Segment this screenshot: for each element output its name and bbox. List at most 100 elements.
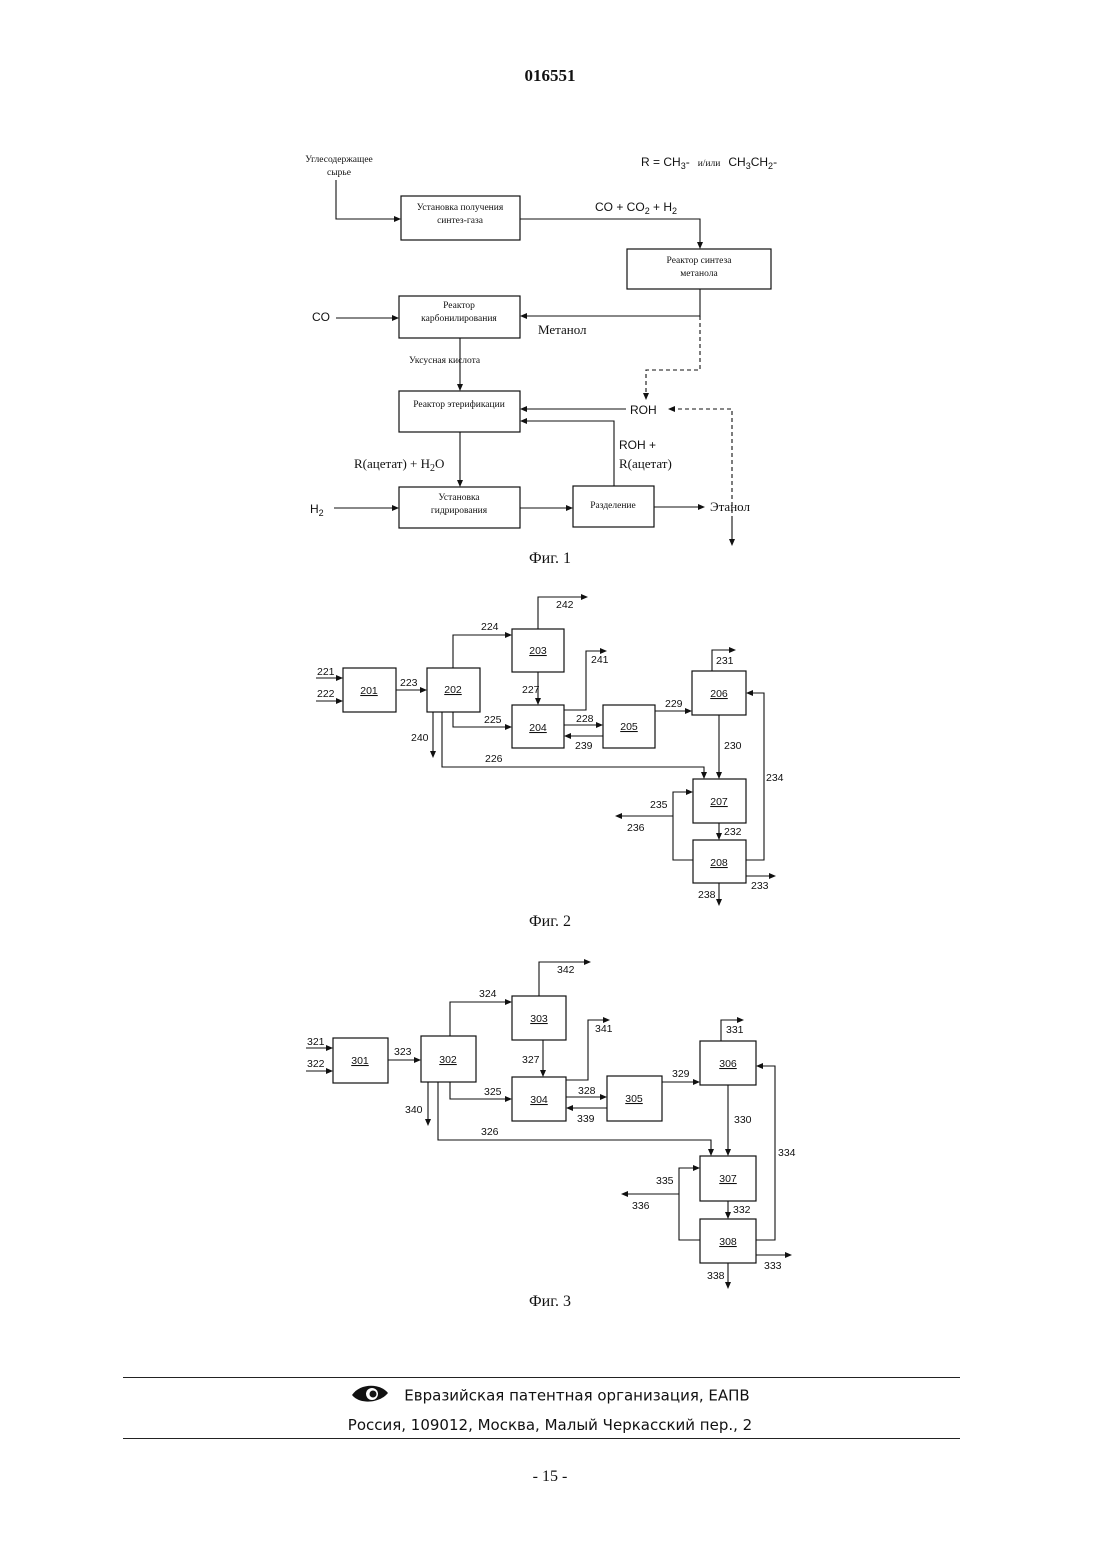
stream-324 [450, 1002, 506, 1036]
label-324: 324 [479, 988, 497, 1000]
syngas-line [520, 219, 700, 243]
feed-line [336, 180, 395, 219]
label-228: 228 [576, 713, 594, 725]
label-323: 323 [394, 1046, 412, 1058]
unit-label-303: 303 [530, 1013, 548, 1025]
stream-224 [453, 635, 506, 668]
label-224: 224 [481, 621, 499, 633]
unit-label-207: 207 [710, 796, 728, 808]
unit-label-202: 202 [444, 684, 462, 696]
footer-top-rule [123, 1377, 960, 1378]
dashed-methanol-line [646, 316, 700, 394]
r-acetate-label: R(ацетат) [619, 456, 672, 471]
separation-label: Разделение [590, 501, 635, 511]
unit-label-308: 308 [719, 1236, 737, 1248]
arrow [394, 216, 401, 222]
label-225: 225 [484, 714, 502, 726]
label-339: 339 [577, 1113, 595, 1125]
label-234: 234 [766, 772, 784, 784]
r-acetate-h2o-label: R(ацетат) + H2O [354, 456, 444, 474]
label-227: 227 [522, 684, 540, 696]
r-definition: R = CH3-и/илиCH3CH2- [641, 155, 777, 171]
label-333: 333 [764, 1260, 782, 1272]
methanol-line [526, 289, 700, 316]
label-242: 242 [556, 599, 574, 611]
arrow [457, 384, 463, 391]
label-321: 321 [307, 1036, 325, 1048]
arrow [668, 406, 675, 412]
page-number: - 15 - [0, 1468, 1100, 1486]
label-238: 238 [698, 889, 716, 901]
carbonylation-label1: Реактор [443, 301, 475, 311]
label-236: 236 [627, 822, 645, 834]
label-233: 233 [751, 880, 769, 892]
arrow [520, 418, 527, 424]
unit-label-304: 304 [530, 1094, 548, 1106]
arrow [392, 505, 399, 511]
unit-label-205: 205 [620, 721, 638, 733]
recycle-line [526, 421, 614, 486]
label-241: 241 [591, 654, 609, 666]
unit-label-306: 306 [719, 1058, 737, 1070]
syngas-unit-label2: синтез-газа [437, 216, 484, 226]
label-221: 221 [317, 666, 335, 678]
label-239: 239 [575, 740, 593, 752]
feed-label-line2: сырье [327, 168, 351, 178]
footer-organization: Евразийская патентная организация, ЕАПВ [0, 1383, 1100, 1409]
footer-address: Россия, 109012, Москва, Малый Черкасский… [0, 1416, 1100, 1434]
figure-3: 301 302 303 304 305 306 307 308 321 322 … [306, 959, 796, 1289]
label-332: 332 [733, 1204, 751, 1216]
figure-2: 201 202 203 204 205 206 207 208 221 222 … [316, 594, 784, 906]
unit-label-203: 203 [529, 645, 547, 657]
unit-label-206: 206 [710, 688, 728, 700]
label-232: 232 [724, 826, 742, 838]
ethanol-label: Этанол [710, 499, 750, 514]
carbonylation-label2: карбонилирования [421, 313, 497, 324]
stream-326 [438, 1082, 711, 1150]
label-329: 329 [672, 1068, 690, 1080]
hydrogenation-label2: гидрирования [431, 506, 488, 516]
arrow [457, 480, 463, 487]
hydrogenation-label1: Установка [438, 493, 480, 503]
roh-label: ROH [630, 403, 657, 417]
co-feed-label: CO [312, 310, 330, 324]
arrow [643, 393, 649, 400]
eye-logo-icon [350, 1383, 390, 1409]
unit-label-301: 301 [351, 1055, 369, 1067]
footer-bottom-rule [123, 1438, 960, 1439]
label-327: 327 [522, 1054, 540, 1066]
label-340: 340 [405, 1104, 423, 1116]
feed-label-line1: Углесодержащее [305, 155, 373, 165]
label-331: 331 [726, 1024, 744, 1036]
label-226: 226 [485, 753, 503, 765]
arrow [392, 315, 399, 321]
label-235: 235 [650, 799, 668, 811]
acetic-acid-label: Уксусная кислота [409, 356, 481, 366]
esterification-reactor-box [399, 391, 520, 432]
syngas-composition: CO + CO2 + H2 [595, 200, 677, 216]
stream-226 [442, 712, 704, 773]
stream-335 [679, 1168, 700, 1240]
label-322: 322 [307, 1058, 325, 1070]
label-336: 336 [632, 1200, 650, 1212]
arrow [729, 539, 735, 546]
label-338: 338 [707, 1270, 725, 1282]
label-240: 240 [411, 732, 429, 744]
stream-235 [673, 792, 693, 860]
unit-label-201: 201 [360, 685, 378, 697]
figure-3-caption: Фиг. 3 [0, 1293, 1100, 1311]
label-330: 330 [734, 1114, 752, 1126]
roh-plus-label: ROH + [619, 438, 656, 452]
methanol-reactor-label2: метанола [680, 269, 718, 279]
label-334: 334 [778, 1147, 796, 1159]
figure-1: Углесодержащее сырье R = CH3-и/илиCH3CH2… [305, 155, 777, 546]
label-325: 325 [484, 1086, 502, 1098]
label-222: 222 [317, 688, 335, 700]
footer-org-text: Евразийская патентная организация, ЕАПВ [404, 1387, 749, 1405]
unit-label-208: 208 [710, 857, 728, 869]
arrow [566, 505, 573, 511]
label-223: 223 [400, 677, 418, 689]
label-335: 335 [656, 1175, 674, 1187]
label-341: 341 [595, 1023, 613, 1035]
